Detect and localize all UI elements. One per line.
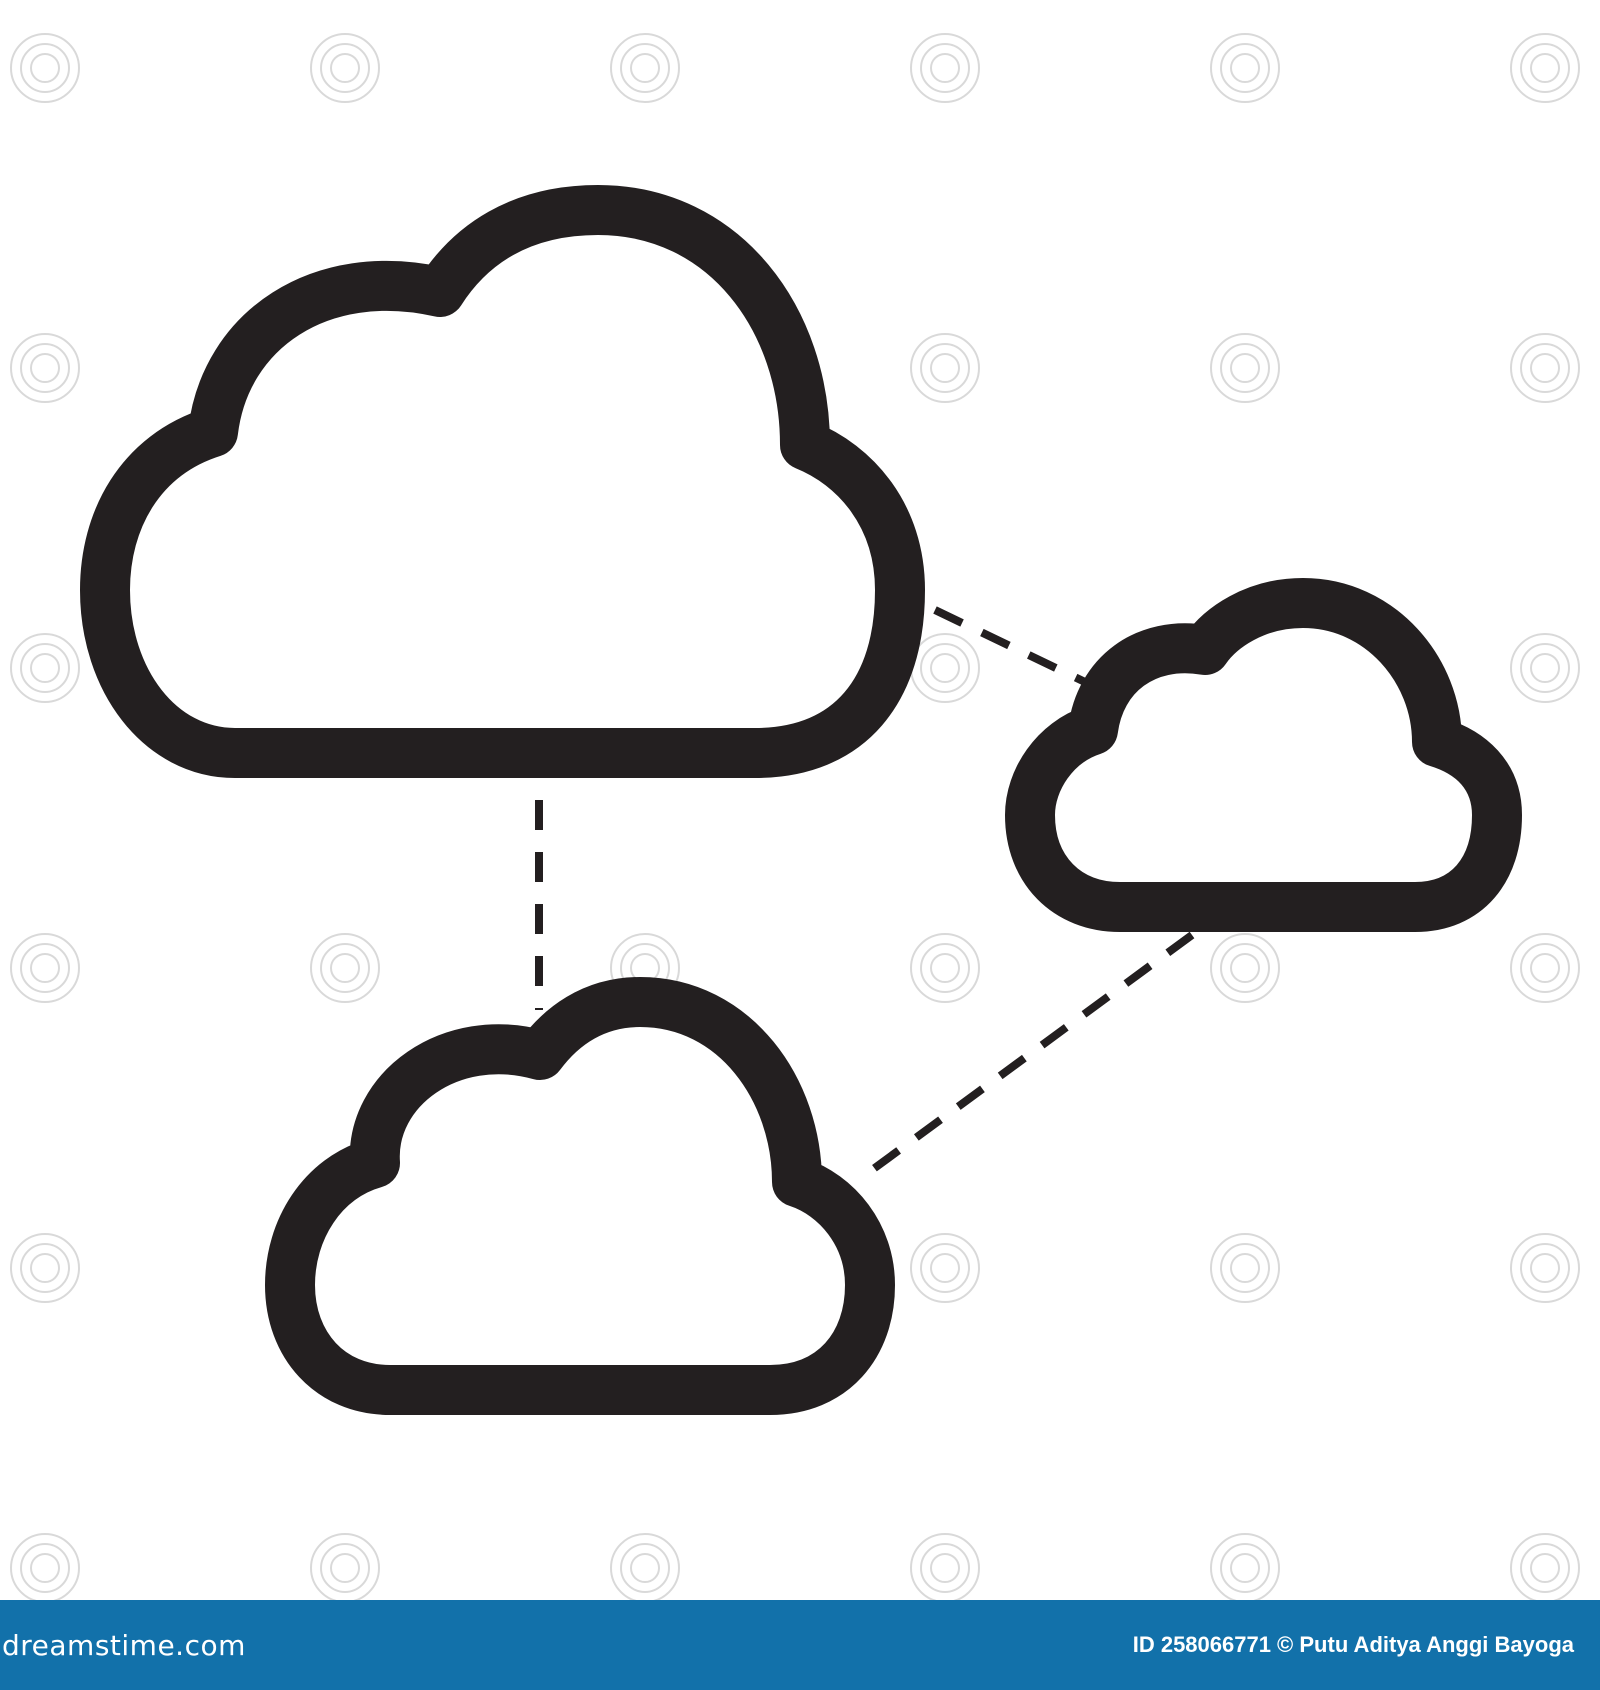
dreamstime-logo: dreamstime.com [2,1628,246,1662]
image-credit: ID 258066771 © Putu Aditya Anggi Bayoga [1132,1632,1574,1657]
connector-large-to-small [933,606,1087,686]
large-cloud-icon [80,185,925,778]
connector-small-to-bottom [869,931,1195,1174]
cloud-network-illustration [80,185,1522,1415]
footer-bar: dreamstime.com ID 258066771 © Putu Adity… [0,1600,1600,1690]
bottom-cloud-icon [265,977,895,1415]
small-cloud-icon [1005,578,1522,932]
